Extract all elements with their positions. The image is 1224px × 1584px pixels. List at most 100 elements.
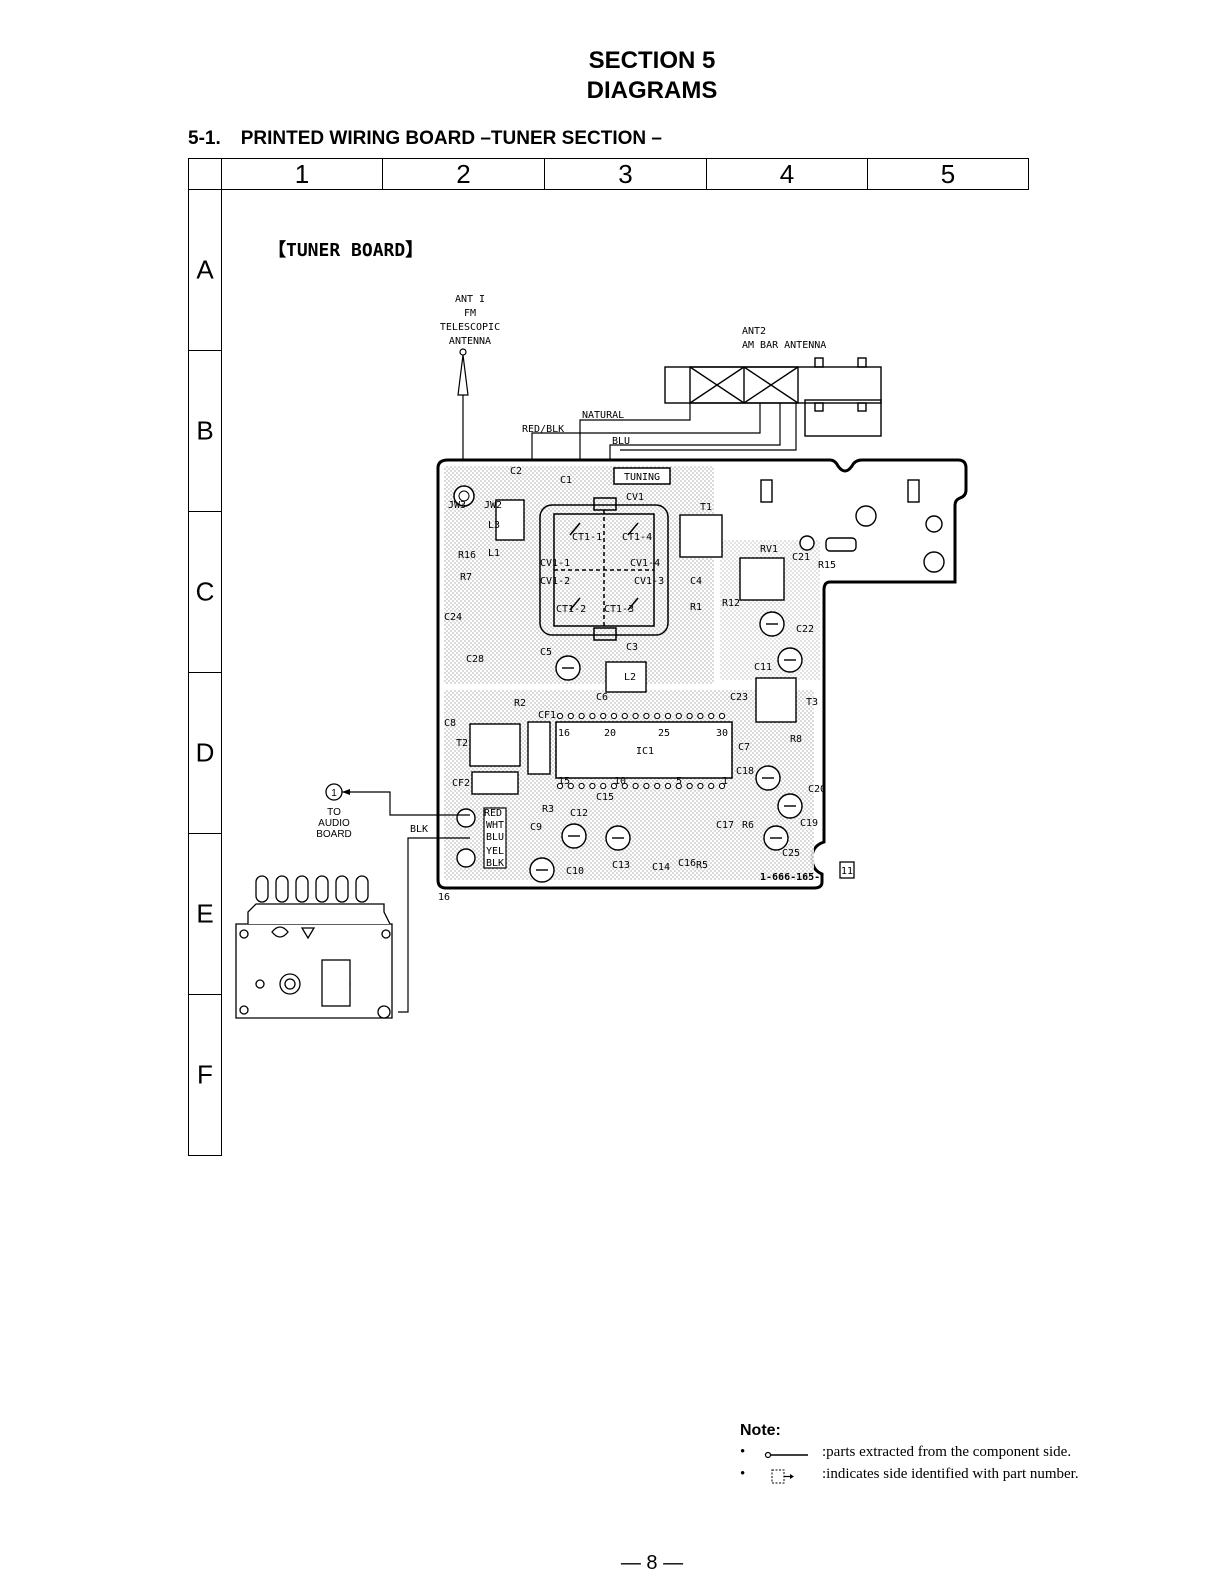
- component-label: CT1-2: [556, 604, 586, 615]
- section-number: SECTION 5: [588, 47, 716, 74]
- component-label: C15: [596, 792, 614, 803]
- ant1-label: ANT I FM TELESCOPIC ANTENNA: [440, 294, 500, 347]
- tuning-label-box: TUNING: [613, 467, 671, 485]
- connector-color-labels: RED WHT BLU YEL BLK: [483, 807, 507, 869]
- ic1-pin-pad: [567, 712, 574, 720]
- ic1-pin-pad: [632, 712, 639, 720]
- ic1-pin-pad: [632, 782, 639, 790]
- component-label: R7: [460, 572, 472, 583]
- figure-number: 5-1.: [188, 128, 221, 149]
- svg-text:20: 20: [604, 728, 616, 739]
- ic1-pin-pad: [697, 782, 704, 790]
- component-label: C25: [782, 848, 800, 859]
- variable-capacitor-cv1: [539, 497, 669, 641]
- wire-natural-label: NATURAL: [582, 410, 624, 421]
- component-label: R6: [742, 820, 754, 831]
- ic1-pin-pad: [708, 712, 715, 720]
- component-label: C3: [626, 642, 638, 653]
- component-label: RV1: [760, 544, 778, 555]
- ic1-pin-pad: [589, 782, 596, 790]
- svg-text:ANTENNA: ANTENNA: [449, 336, 491, 347]
- component-label: C20: [808, 784, 826, 795]
- grid-row-a: A: [188, 189, 222, 351]
- transformer-blocks: [469, 499, 797, 795]
- grid-column-5: 5: [867, 158, 1029, 190]
- component-label: C21: [792, 552, 810, 563]
- ant2-label: ANT2 AM BAR ANTENNA: [742, 326, 826, 351]
- ic1-pin-pad: [686, 712, 693, 720]
- wire-blu-label: BLU: [612, 436, 630, 447]
- svg-text:25: 25: [658, 728, 670, 739]
- grid-row-b: B: [188, 350, 222, 512]
- am-bar-antenna-icon: [664, 357, 882, 437]
- ic1-pin-pad: [643, 712, 650, 720]
- component-label: C16: [678, 858, 696, 869]
- component-label: C18: [736, 766, 754, 777]
- component-label: CT1-3: [604, 604, 634, 615]
- svg-text:1: 1: [331, 788, 337, 799]
- ic1-pin-pad: [621, 712, 628, 720]
- svg-text:BLK: BLK: [486, 858, 504, 869]
- svg-text:TELESCOPIC: TELESCOPIC: [440, 322, 500, 333]
- ic1-pin-pad: [664, 712, 672, 720]
- grid-row-e: E: [188, 833, 222, 995]
- svg-text:BOARD: BOARD: [316, 829, 352, 840]
- component-label: CV1-4: [630, 558, 660, 569]
- svg-text:ANT2: ANT2: [742, 326, 766, 337]
- svg-text:ANT I: ANT I: [455, 294, 485, 305]
- part-number: 1-666-165-: [760, 872, 820, 883]
- component-label: T2: [456, 738, 468, 749]
- component-label: C9: [530, 822, 542, 833]
- svg-text:BLU: BLU: [486, 832, 504, 843]
- ic1-pin-pad: [556, 712, 564, 720]
- ic1-pin-pad: [686, 782, 693, 790]
- ic1-pins: [556, 712, 726, 790]
- ic1-pin-pad: [578, 782, 585, 790]
- svg-text:IC1: IC1: [636, 746, 654, 757]
- ic1-pin-pad: [600, 782, 607, 790]
- ic1-chip: IC1 16 20 25 30 15 10 5 1: [555, 721, 733, 787]
- section-title: DIAGRAMS: [586, 77, 718, 104]
- wire-red-blk-label: RED/BLK: [522, 424, 564, 435]
- component-label: C6: [596, 692, 608, 703]
- component-label: C2: [510, 466, 522, 477]
- mounting-holes: [456, 479, 945, 868]
- ic1-pin-pad: [654, 712, 661, 720]
- component-label: R12: [722, 598, 740, 609]
- component-label: C4: [690, 576, 702, 587]
- ic1-pin-pad: [675, 782, 682, 790]
- component-label: R16: [458, 550, 476, 561]
- component-label: C19: [800, 818, 818, 829]
- extracted-part-symbol-icon: [764, 1451, 808, 1459]
- component-label: L2: [624, 672, 636, 683]
- svg-text:11: 11: [841, 866, 853, 877]
- copper-zone: [444, 466, 714, 684]
- component-label: CV1-3: [634, 576, 664, 587]
- page-number: — 8 —: [620, 1552, 684, 1574]
- component-label: C11: [754, 662, 772, 673]
- component-label: JW2: [484, 500, 502, 511]
- legend-note: Note: • :parts extracted from the compon…: [740, 1422, 1079, 1488]
- component-label: C5: [540, 647, 552, 658]
- svg-text:10: 10: [614, 776, 626, 787]
- svg-text:TO: TO: [327, 807, 341, 818]
- component-label: CV1-2: [540, 576, 570, 587]
- component-label: R8: [790, 734, 802, 745]
- ic1-pin-pad: [578, 712, 585, 720]
- figure-title: 5-1.PRINTED WIRING BOARD –TUNER SECTION …: [188, 128, 662, 150]
- svg-text:15: 15: [558, 776, 570, 787]
- component-label: CT1-4: [622, 532, 652, 543]
- note-bullet: •: [740, 1466, 746, 1482]
- grid-row-c: C: [188, 511, 222, 673]
- ic1-pin-pad: [567, 782, 574, 790]
- ic1-pin-pad: [664, 782, 672, 790]
- svg-text:TUNING: TUNING: [624, 472, 660, 483]
- svg-text:30: 30: [716, 728, 728, 739]
- svg-text:YEL: YEL: [486, 846, 504, 857]
- antenna-wires: [531, 403, 797, 470]
- component-label: C22: [796, 624, 814, 635]
- svg-text:WHT: WHT: [486, 820, 504, 831]
- component-label: C1: [560, 475, 572, 486]
- ic1-pin-pad: [718, 782, 726, 790]
- pin16-label: 16: [438, 892, 450, 903]
